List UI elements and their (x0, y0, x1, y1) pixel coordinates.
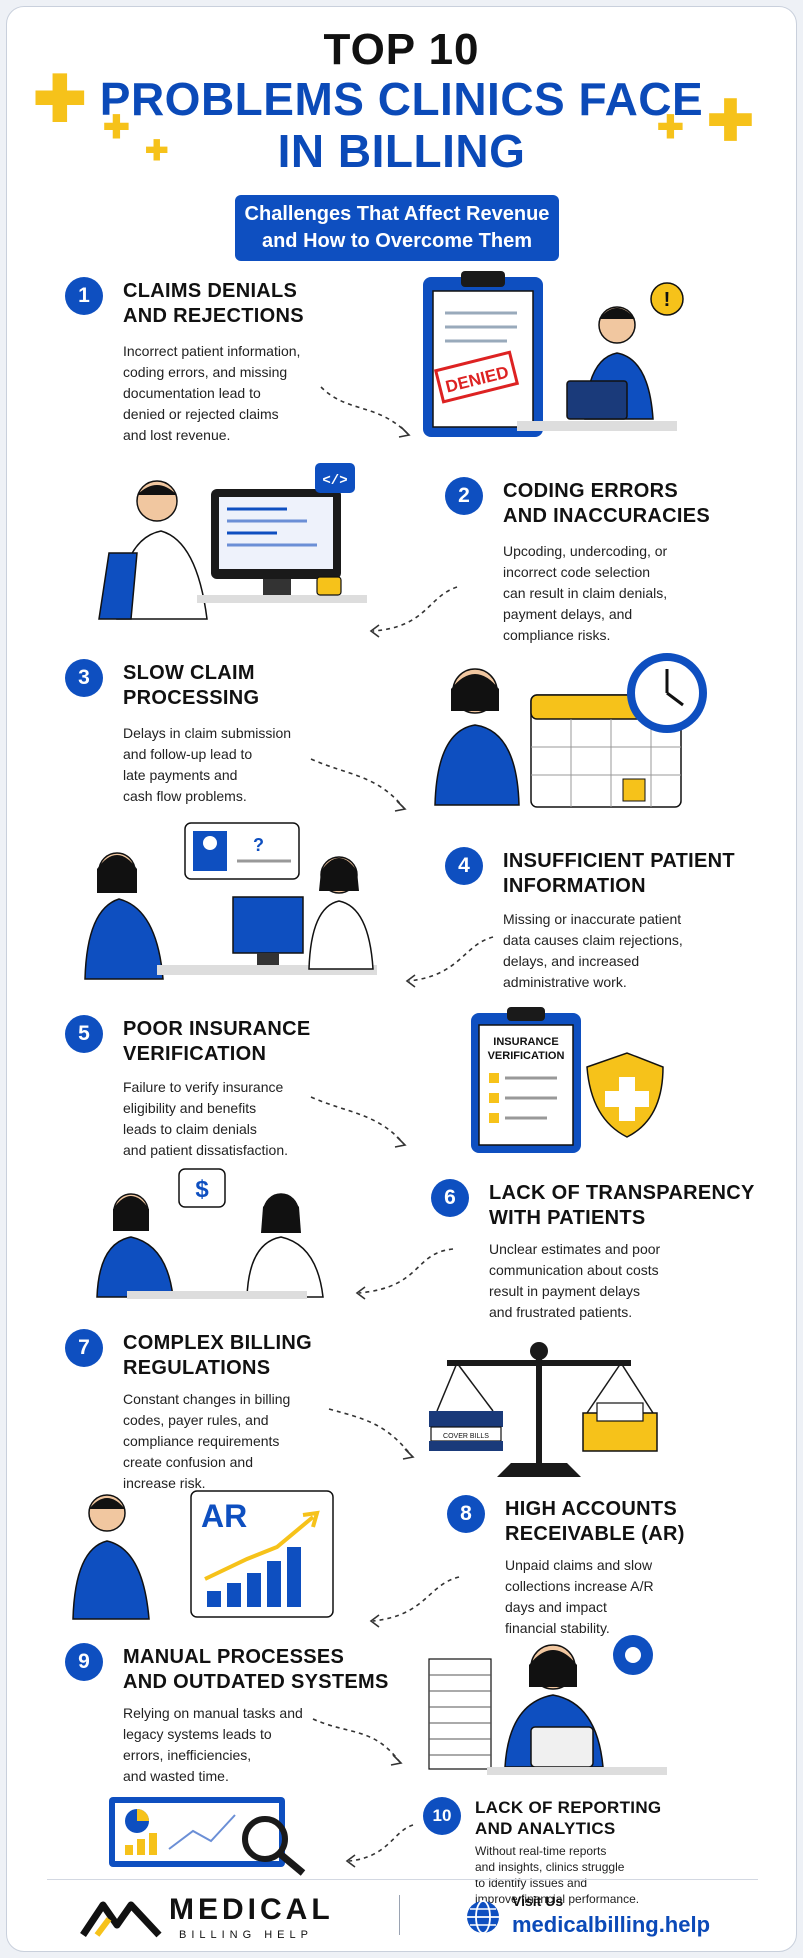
dashed-arrow (405, 936, 494, 988)
coder-at-computer-illustration: </> (98, 463, 367, 620)
analytics-dashboard-illustration (109, 1797, 306, 1876)
logo-tagline: BILLING HELP (179, 1929, 313, 1941)
accounts-receivable-illustration: AR (72, 1490, 334, 1620)
problem-1-description: Incorrect patient information,coding err… (123, 343, 301, 443)
visit-label: Visit Us (512, 1893, 564, 1909)
title-top: TOP 10 (323, 25, 480, 74)
svg-text:COVER BILLS: COVER BILLS (443, 1433, 489, 1440)
number-badge-1: 1 (65, 277, 103, 315)
website-link[interactable]: medicalbilling.help (512, 1912, 711, 1937)
patient-registration-illustration: ? (84, 822, 377, 980)
dashed-arrow (369, 1576, 460, 1628)
plus-icon: ✚ (103, 109, 130, 145)
dashed-arrow (310, 1096, 407, 1148)
plus-icon: ✚ (657, 109, 684, 145)
plus-icon: ✚ (145, 135, 169, 166)
svg-text:</>: </> (322, 473, 347, 489)
number-badge-9: 9 (65, 1643, 103, 1681)
main-title: PROBLEMS CLINICS FACE IN BILLING (99, 73, 704, 177)
calendar-clock-illustration (434, 653, 707, 808)
cost-discussion-illustration: $ (96, 1168, 324, 1299)
dashed-arrow (355, 1248, 454, 1300)
number-badge-6: 6 (431, 1179, 469, 1217)
number-badge-3: 3 (65, 659, 103, 697)
svg-text:?: ? (253, 835, 264, 855)
number-badge-10: 10 (423, 1797, 461, 1835)
svg-text:$: $ (195, 1176, 209, 1203)
svg-text:AR: AR (201, 1498, 247, 1534)
dashed-arrow (312, 1718, 403, 1766)
globe-icon (467, 1900, 499, 1934)
number-badge-8: 8 (447, 1495, 485, 1533)
paperwork-overload-illustration (428, 1635, 667, 1775)
infographic-page: TOP 10 PROBLEMS CLINICS FACE IN BILLING … (6, 6, 797, 1952)
regulation-scale-illustration: COVER BILLS (429, 1342, 658, 1477)
insurance-verification-illustration: INSURANCE VERIFICATION (471, 1007, 664, 1153)
footer-divider (47, 1879, 758, 1880)
dashed-arrow (369, 586, 458, 638)
plus-icon: ✚ (707, 89, 754, 152)
dashed-arrow (310, 758, 407, 812)
svg-text:!: ! (664, 289, 671, 311)
number-badge-2: 2 (445, 477, 483, 515)
denied-claim-illustration: DENIED ! (423, 271, 684, 437)
dashed-arrow (345, 1824, 414, 1868)
dashed-arrow (320, 386, 411, 438)
logo-name: MEDICAL (169, 1893, 334, 1926)
dashed-arrow (328, 1408, 415, 1460)
number-badge-7: 7 (65, 1329, 103, 1367)
subtitle-banner: Challenges That Affect Revenue and How t… (235, 195, 559, 261)
number-badge-5: 5 (65, 1015, 103, 1053)
plus-icon: ✚ (33, 63, 87, 135)
number-badge-4: 4 (445, 847, 483, 885)
medical-billing-logo-icon (80, 1901, 162, 1938)
footer-separator (399, 1895, 400, 1935)
svg-text:VERIFICATION: VERIFICATION (488, 1050, 565, 1062)
svg-text:INSURANCE: INSURANCE (493, 1036, 558, 1048)
